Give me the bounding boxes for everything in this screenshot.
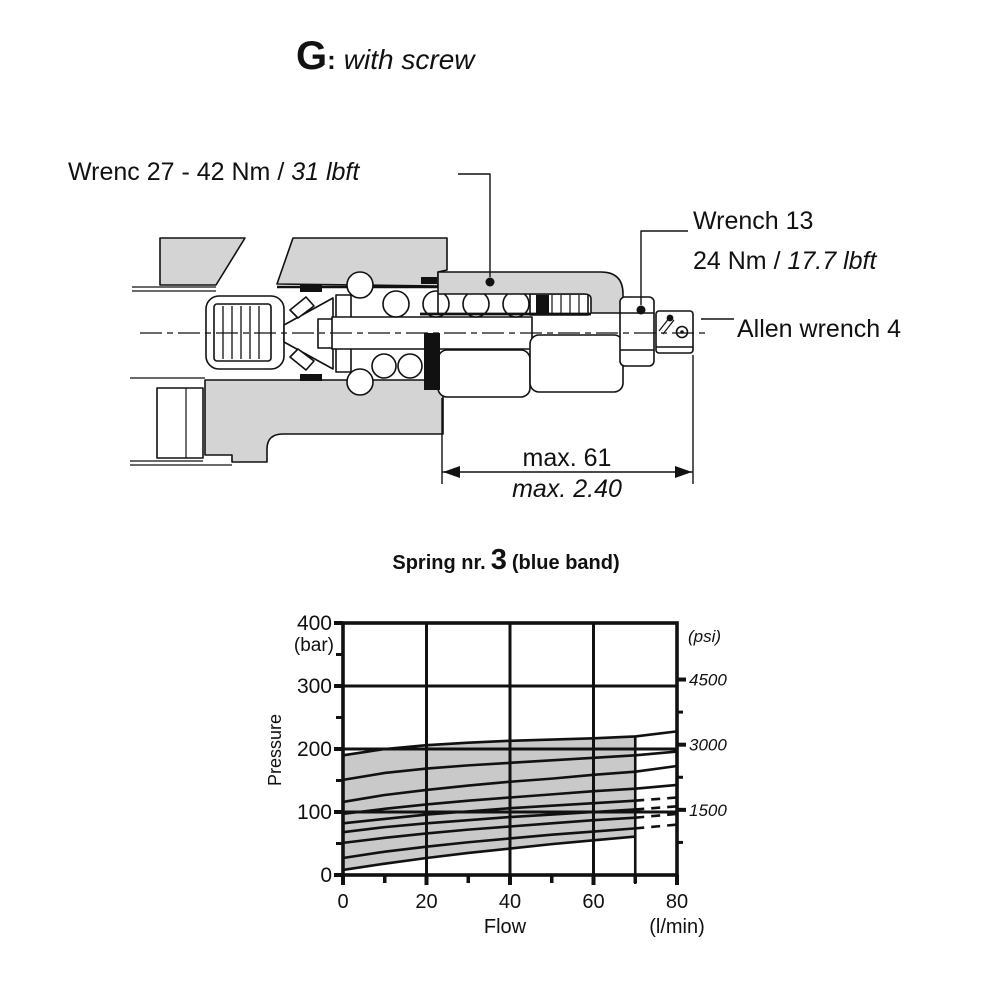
locknut [619, 296, 655, 367]
annotation-allen-wrench: Allen wrench 4 [737, 315, 901, 343]
curve-7-dashed [635, 812, 678, 819]
annotation-wrench-13-line2-italic: 17.7 lbft [787, 247, 877, 275]
leader-lines [458, 173, 734, 320]
tick-label-bar: 0 [320, 864, 332, 887]
y-axis-label: Pressure [265, 714, 285, 786]
curve-5 [342, 799, 636, 825]
manifold-body [159, 237, 448, 463]
tick-label-bar: 400 [297, 612, 332, 635]
dimension-labels: max. 61 max. 2.40 [512, 443, 622, 505]
annotation-torque-top-italic: 31 lbft [291, 158, 360, 186]
spring-note-number: 3 [490, 544, 507, 576]
dimension-metric: max. 61 [522, 444, 612, 472]
page-title-colon: : [327, 45, 336, 75]
curve-6 [342, 808, 636, 834]
x-axis-label: Flow [484, 916, 527, 938]
curve-9 [342, 835, 636, 872]
spring-note: Spring nr. 3 (blue band) [392, 544, 619, 577]
tick-label-psi: 4500 [689, 671, 727, 690]
curve-7 [342, 816, 636, 845]
adjustment-screw [655, 310, 694, 354]
port-boss [130, 286, 232, 466]
tick-label-bar: 200 [297, 738, 332, 761]
curve-6-dashed [635, 805, 678, 811]
seal-rings [300, 277, 549, 390]
page-title-rest: with screw [343, 44, 475, 75]
curve-8-dashed [635, 823, 678, 830]
tick-label-bar: 100 [297, 801, 332, 824]
x-axis-unit: (l/min) [649, 916, 705, 938]
annotation-torque-top-text: Wrenc 27 - 42 Nm / [68, 158, 292, 186]
page-title: G : with screw [296, 34, 475, 79]
curve-4 [342, 783, 678, 816]
cartridge-cap [437, 271, 624, 314]
curve-8 [342, 827, 636, 860]
annotation-wrench-13: Wrench 13 24 Nm / 17.7 lbft [693, 201, 876, 281]
tick-label-flow: 20 [415, 891, 437, 913]
tick-label-bar: 300 [297, 675, 332, 698]
curve-5-dashed [635, 796, 678, 802]
curve-2 [342, 750, 678, 782]
curve-1 [342, 730, 678, 757]
spring-note-prefix: Spring nr. [392, 552, 486, 574]
page-title-letter: G [296, 34, 328, 78]
spring-note-suffix: (blue band) [511, 552, 620, 574]
valve-cross-section-diagram [130, 173, 734, 484]
tick-label-flow: 40 [499, 891, 521, 913]
annotation-wrench-13-line1: Wrench 13 [693, 207, 814, 235]
tick-label-flow: 0 [337, 891, 348, 913]
dimension-lines [441, 355, 694, 484]
tick-label-flow: 60 [582, 891, 604, 913]
curve-3 [342, 764, 678, 804]
spring-coils [346, 271, 530, 396]
axis-unit-bar: (bar) [294, 635, 334, 656]
annotation-torque-top: Wrenc 27 - 42 Nm / 31 lbft [68, 158, 359, 187]
dimension-imperial: max. 2.40 [512, 475, 622, 503]
annotation-wrench-13-line2-text: 24 Nm / [693, 247, 788, 275]
tick-label-flow: 80 [666, 891, 688, 913]
axis-unit-psi: (psi) [688, 627, 721, 646]
pressure-flow-chart: 0 100 200 300 400 1500 3000 4500 0 20 40 60 80 [297, 612, 727, 913]
tick-label-psi: 1500 [689, 801, 727, 820]
tick-label-psi: 3000 [689, 736, 727, 755]
annotation-wrench-13-line2: 24 Nm / 17.7 lbft [693, 241, 876, 281]
